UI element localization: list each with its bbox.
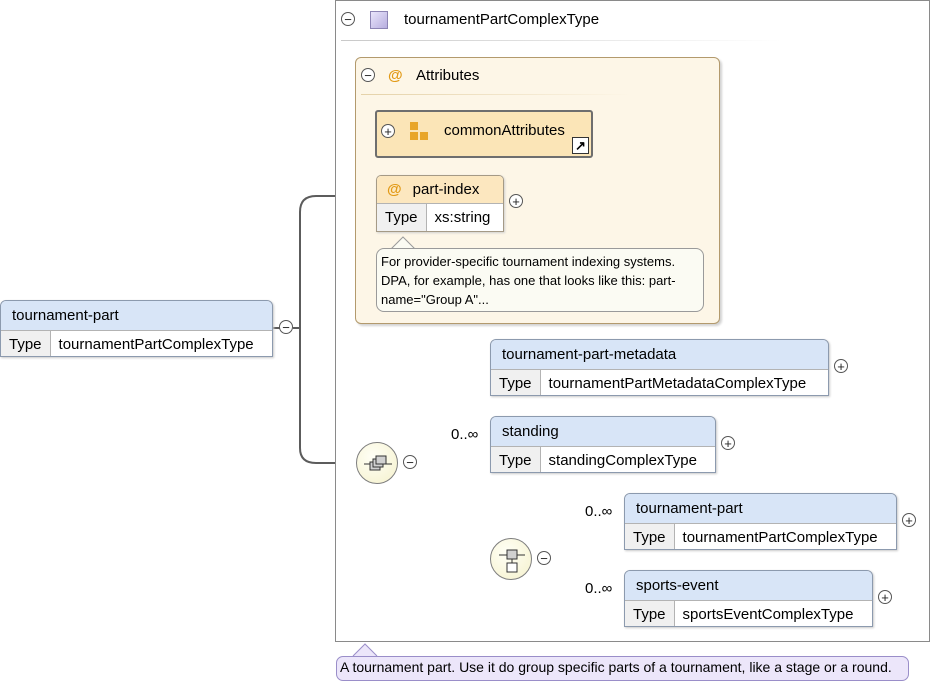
tournament-part-occurrence: 0..∞ (585, 503, 613, 520)
part-index-type-label: Type (377, 204, 427, 231)
callout-pointer (352, 643, 378, 657)
root-element-name: tournament-part (1, 301, 272, 331)
element-name: tournament-part (625, 494, 896, 524)
choice-icon (499, 549, 525, 573)
element-name: sports-event (625, 571, 872, 601)
root-collapse-toggle[interactable]: − (279, 320, 293, 334)
element-type-value: standingComplexType (540, 447, 715, 472)
element-name: standing (491, 417, 715, 447)
sequence-collapse-toggle[interactable]: − (403, 455, 417, 469)
choice-collapse-toggle[interactable]: − (537, 551, 551, 565)
sports-event-expand-toggle[interactable]: + (878, 590, 892, 604)
common-attributes-name: commonAttributes (444, 122, 565, 139)
part-index-attribute-box[interactable]: @ part-index Type xs:string (376, 175, 504, 232)
branch-to-sequence-line (299, 328, 357, 464)
common-attributes-expand-toggle[interactable]: + (381, 124, 395, 138)
root-element-type-label: Type (1, 331, 51, 356)
element-type-value: tournamentPartComplexType (674, 524, 896, 549)
reference-link-icon[interactable]: ↗ (572, 137, 589, 154)
tournament-part-metadata-expand-toggle[interactable]: + (834, 359, 848, 373)
note-pointer (390, 236, 416, 250)
sequence-icon (364, 455, 392, 471)
attribute-at-icon: @ (387, 181, 402, 198)
element-type-value: sportsEventComplexType (674, 601, 872, 626)
element-type-label: Type (491, 370, 541, 395)
element-type-label: Type (625, 601, 675, 626)
part-index-expand-toggle[interactable]: + (509, 194, 523, 208)
branch-to-attributes-line (299, 195, 375, 328)
complex-type-collapse-toggle[interactable]: − (341, 12, 355, 26)
standing-expand-toggle[interactable]: + (721, 436, 735, 450)
attribute-group-icon (410, 122, 430, 142)
complex-type-name: tournamentPartComplexType (404, 11, 600, 28)
sequence-compositor[interactable] (356, 442, 398, 484)
sports-event-occurrence: 0..∞ (585, 580, 613, 597)
nested-tournament-part-element[interactable]: tournament-part Type tournamentPartCompl… (624, 493, 897, 550)
standing-element[interactable]: standing Type standingComplexType (490, 416, 716, 473)
part-index-documentation: For provider-specific tournament indexin… (376, 248, 704, 312)
complex-type-icon (370, 11, 388, 29)
part-index-type-value: xs:string (426, 204, 503, 231)
standing-occurrence: 0..∞ (451, 426, 479, 443)
root-element-type-value: tournamentPartComplexType (50, 331, 272, 356)
element-type-value: tournamentPartMetadataComplexType (540, 370, 828, 395)
element-type-label: Type (491, 447, 541, 472)
complex-type-divider (341, 40, 781, 41)
part-index-name: part-index (412, 181, 480, 198)
tournament-part-expand-toggle[interactable]: + (902, 513, 916, 527)
root-element-box[interactable]: tournament-part Type tournamentPartCompl… (0, 300, 273, 357)
attributes-divider (361, 94, 631, 95)
attributes-title: Attributes (416, 67, 480, 84)
attributes-collapse-toggle[interactable]: − (361, 68, 375, 82)
attributes-at-icon: @ (388, 67, 403, 84)
element-name: tournament-part-metadata (491, 340, 828, 370)
choice-compositor[interactable] (490, 538, 532, 580)
type-documentation: A tournament part. Use it do group speci… (336, 656, 909, 681)
element-type-label: Type (625, 524, 675, 549)
tournament-part-metadata-element[interactable]: tournament-part-metadata Type tournament… (490, 339, 829, 396)
sports-event-element[interactable]: sports-event Type sportsEventComplexType (624, 570, 873, 627)
